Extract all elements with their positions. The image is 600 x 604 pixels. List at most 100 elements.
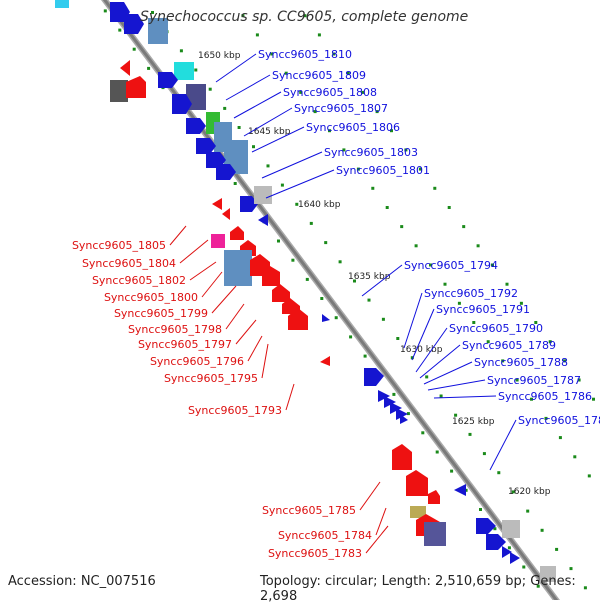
dot-tick — [479, 508, 482, 511]
dot-tick — [284, 71, 288, 75]
dot-tick — [457, 301, 461, 305]
callout-line — [489, 419, 517, 471]
feature-rev-3 — [230, 226, 244, 240]
dot-tick — [324, 241, 328, 245]
dot-tick — [233, 182, 237, 185]
dot-tick — [414, 244, 418, 248]
dot-tick — [406, 412, 410, 416]
feature-fwd-small — [258, 214, 268, 226]
dot-tick — [544, 416, 548, 420]
gene-label[interactable]: Syncc9605_1802 — [92, 274, 186, 287]
callout-line — [251, 126, 305, 153]
dot-tick — [255, 33, 259, 37]
dot-tick — [583, 586, 587, 590]
callout-line — [423, 361, 473, 385]
gene-features — [55, 0, 556, 582]
dot-tick — [103, 9, 107, 13]
dot-tick — [429, 263, 432, 267]
kbp-label: 1635 kbp — [348, 272, 391, 282]
feature-fwd-bot-gray-2 — [540, 566, 556, 582]
callout-line — [427, 379, 486, 391]
gene-label[interactable]: Syncc9605_1809 — [272, 69, 366, 82]
gene-label[interactable]: Syncc9605_1788 — [474, 356, 568, 369]
feature-fwd-bot-1 — [476, 518, 496, 534]
gene-label[interactable]: Syncc9605_1798 — [128, 323, 222, 336]
dot-tick — [592, 397, 595, 401]
callout-line — [419, 344, 461, 379]
gene-label[interactable]: Syncc9605_1785 — [262, 504, 356, 517]
callout-line — [225, 303, 245, 330]
dot-tick — [356, 167, 360, 171]
feature-fwd-4 — [196, 138, 216, 154]
gene-label[interactable]: Syncc9605_1786 — [498, 390, 592, 403]
gene-label[interactable]: Syncc9605_1783 — [268, 547, 362, 560]
dot-tick — [450, 469, 454, 473]
dot-tick — [468, 432, 472, 436]
gene-label[interactable]: Syncc9605_1793 — [188, 404, 282, 417]
gene-label[interactable]: Syncc9605_1790 — [449, 322, 543, 335]
dot-tick — [493, 527, 497, 531]
dot-tick — [346, 71, 350, 75]
gene-label[interactable]: Syncc9605_1794 — [404, 259, 498, 272]
dot-tick — [305, 277, 309, 281]
gene-label[interactable]: Syncc9605_1799 — [114, 307, 208, 320]
callout-line — [415, 327, 448, 373]
callout-line — [361, 264, 403, 297]
gene-label[interactable]: Syncc9605_1804 — [82, 257, 176, 270]
dot-tick — [464, 488, 468, 492]
dot-tick — [371, 186, 375, 190]
dot-tick — [491, 263, 494, 267]
dot-tick — [313, 110, 317, 114]
gene-label[interactable]: Syncc9605_1806 — [306, 121, 400, 134]
dot-tick — [280, 183, 284, 187]
callout-line — [225, 74, 271, 101]
dot-tick — [454, 413, 458, 417]
feature-rev-steel — [224, 250, 252, 286]
dot-tick — [353, 279, 356, 283]
dot-tick — [363, 354, 367, 358]
gene-label[interactable]: Syncc9605_1803 — [324, 146, 418, 159]
feature-rev-top-1 — [120, 60, 130, 76]
kbp-label: 1630 kbp — [400, 345, 443, 355]
callout-line — [247, 335, 263, 362]
feature-rev-6 — [262, 266, 280, 286]
gene-label[interactable]: Syncc9605_1808 — [283, 86, 377, 99]
gene-label[interactable]: Syncc9605_1796 — [150, 355, 244, 368]
dot-tick — [404, 148, 408, 152]
gene-label[interactable]: Syncc9605_1805 — [72, 239, 166, 252]
gene-label[interactable]: Syncc9605_1810 — [258, 48, 352, 61]
dot-tick — [241, 14, 245, 18]
callout-line — [411, 308, 435, 361]
gene-label[interactable]: Syncc9605_1795 — [164, 372, 258, 385]
feature-fwd-bot-gray — [502, 520, 520, 538]
feature-rev-lower-3 — [428, 490, 440, 504]
callout-line — [215, 53, 257, 83]
gene-label[interactable]: Syncc9605_1807 — [294, 102, 388, 115]
callout-line — [261, 343, 269, 379]
gene-label[interactable]: Syncc9605_1789 — [462, 339, 556, 352]
gene-label[interactable]: Syncc9605_1784 — [278, 529, 372, 542]
gene-label[interactable]: Syncc9605_1787 — [487, 374, 581, 387]
callout-line — [403, 292, 423, 349]
dot-tick — [317, 33, 321, 37]
gene-label[interactable]: Syncc9605_1797 — [138, 338, 232, 351]
dot-tick — [400, 225, 404, 229]
gene-label[interactable]: Syncc9605_1782 — [518, 414, 600, 427]
callout-line — [375, 507, 387, 536]
gene-label[interactable]: Syncc9605_1792 — [424, 287, 518, 300]
feature-rev-olive — [410, 506, 426, 518]
dot-tick — [361, 90, 365, 94]
callout-line — [243, 107, 293, 137]
dot-tick — [237, 126, 241, 129]
gene-label[interactable]: Syncc9605_1801 — [336, 164, 430, 177]
reverse-gene-labels: Syncc9605_1805Syncc9605_1804Syncc9605_18… — [72, 225, 389, 560]
callout-line — [261, 151, 323, 179]
dot-tick — [497, 471, 501, 475]
gene-label[interactable]: Syncc9605_1800 — [104, 291, 198, 304]
feature-top-cyan-2 — [174, 62, 194, 80]
dot-track-4 — [303, 14, 595, 401]
dot-tick — [418, 167, 422, 171]
kbp-label: 1650 kbp — [198, 51, 241, 61]
gene-label[interactable]: Syncc9605_1791 — [436, 303, 530, 316]
dot-tick — [515, 378, 519, 382]
